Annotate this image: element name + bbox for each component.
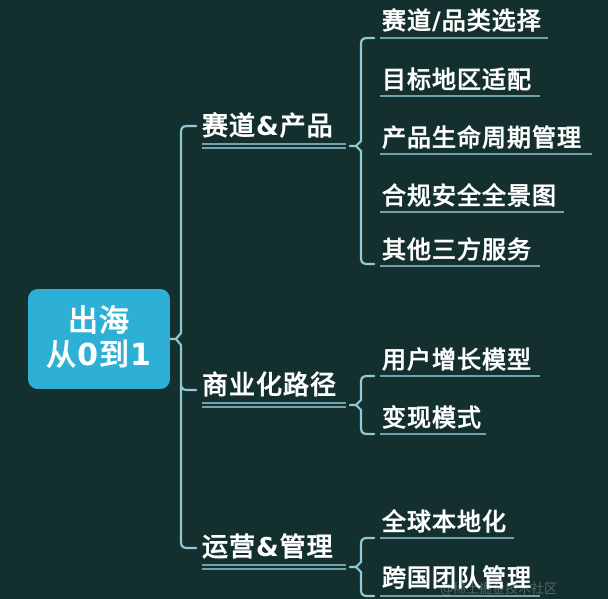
watermark: @稀土掘金技术社区 <box>440 582 558 597</box>
branch-bracket-3 <box>348 536 376 598</box>
branch-joint-3 <box>354 565 363 574</box>
leaf-2-2: 变现模式 <box>382 404 482 432</box>
leaf-1-3: 产品生命周期管理 <box>382 124 582 152</box>
leaf-3-2: 跨国团队管理 <box>382 564 532 592</box>
branch-underline-2 <box>202 402 346 408</box>
root-to-spine-connector <box>168 124 198 550</box>
root-title-line-1: 出海 <box>68 303 130 339</box>
leaf-1-4: 合规安全全景图 <box>382 182 557 210</box>
branch-label-2: 商业化路径 <box>202 371 338 401</box>
branch-joint-1 <box>354 144 363 153</box>
root-joint <box>174 331 183 347</box>
leaf-1-2: 目标地区适配 <box>382 66 532 94</box>
branch-bracket-2 <box>348 374 376 436</box>
root-title-line-2: 从0到1 <box>46 338 152 373</box>
branch-label-3: 运营&管理 <box>202 533 334 563</box>
root-node: 出海 从0到1 <box>28 289 170 389</box>
branch-joint-2 <box>354 403 363 412</box>
leaf-2-1: 用户增长模型 <box>382 346 532 374</box>
leaf-1-1: 赛道/品类选择 <box>382 7 542 35</box>
branch-underline-3 <box>202 564 346 570</box>
branch-underline-1 <box>202 143 346 149</box>
leaf-1-5: 其他三方服务 <box>382 236 532 264</box>
branch-bracket-1 <box>348 36 376 266</box>
leaf-3-1: 全球本地化 <box>382 508 507 536</box>
branch-label-1: 赛道&产品 <box>202 112 334 142</box>
